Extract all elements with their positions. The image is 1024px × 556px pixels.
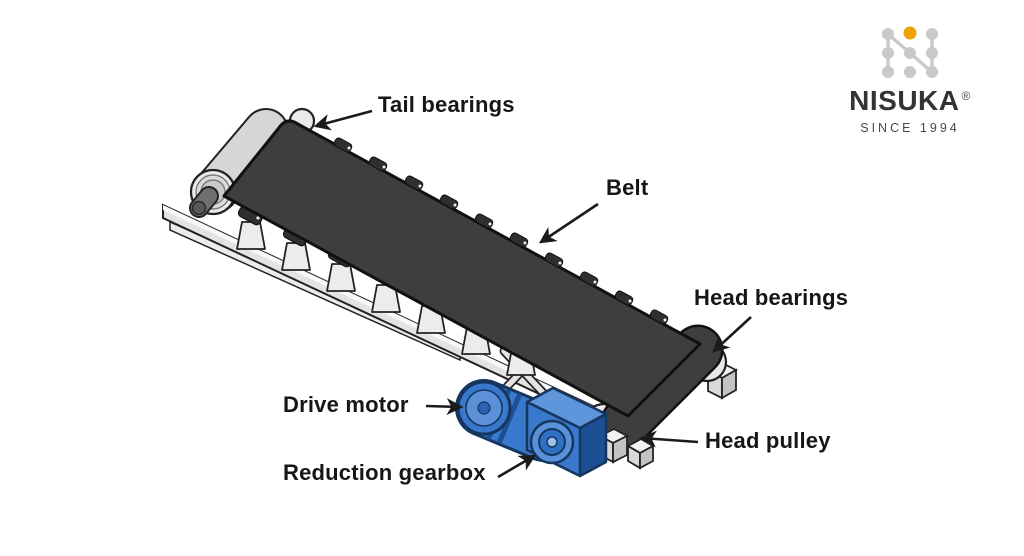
label-belt: Belt xyxy=(606,175,649,200)
logo-brand-text: NISUKA® xyxy=(849,85,971,116)
nisuka-logo: NISUKA® SINCE 1994 xyxy=(843,26,977,135)
gearbox-output-hub xyxy=(529,419,575,465)
callout-arrows xyxy=(313,109,752,479)
arrow-head-bearings xyxy=(712,316,752,353)
arrow-drive-motor xyxy=(425,398,464,416)
tail-pulley-shaft xyxy=(189,186,219,218)
reduction-gearbox xyxy=(525,386,608,478)
logo-accent-dot xyxy=(903,26,917,40)
label-drive-motor: Drive motor xyxy=(283,392,409,417)
label-tail-bearings: Tail bearings xyxy=(378,92,515,117)
logo-tagline: SINCE 1994 xyxy=(860,121,960,135)
belt-cleats xyxy=(333,137,669,325)
arrow-head-pulley xyxy=(639,430,699,448)
arrow-belt xyxy=(538,202,599,244)
label-head-pulley: Head pulley xyxy=(705,428,831,453)
label-reduction-gearbox: Reduction gearbox xyxy=(283,460,486,485)
arrow-reduction-gearbox xyxy=(497,454,537,479)
head-pulley xyxy=(600,324,724,448)
arrow-tail-bearings xyxy=(313,109,373,131)
label-head-bearings: Head bearings xyxy=(694,285,849,310)
tail-pulley xyxy=(189,107,316,218)
registered-mark: ® xyxy=(961,88,971,103)
nisuka-logo-mark-icon xyxy=(882,26,938,78)
belt-surface xyxy=(222,119,702,418)
